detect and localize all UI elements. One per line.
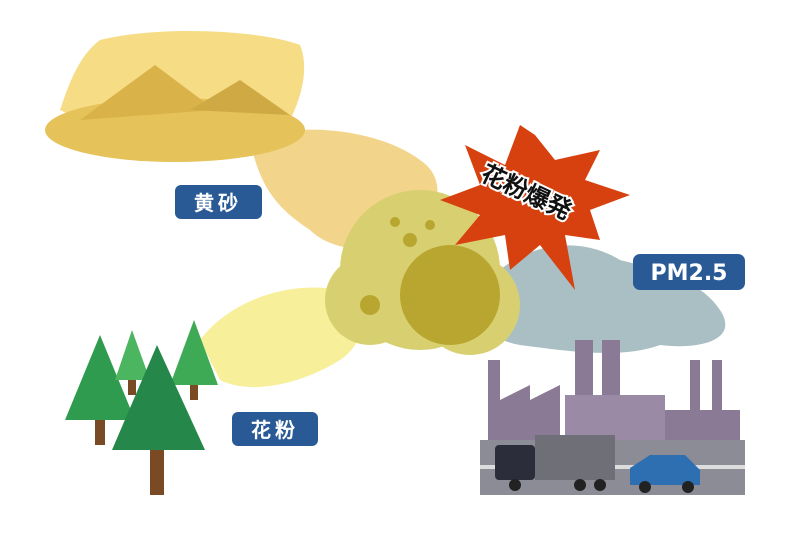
truck-icon bbox=[495, 435, 615, 491]
svg-text:花粉: 花粉 bbox=[251, 418, 299, 442]
pollen-stream bbox=[200, 287, 363, 388]
factory-icon bbox=[480, 340, 745, 495]
svg-text:黄砂: 黄砂 bbox=[194, 191, 242, 215]
desert-icon bbox=[45, 30, 305, 162]
explosion-burst: 花粉爆発 bbox=[440, 125, 630, 290]
car-icon bbox=[630, 455, 700, 493]
kafun-label: 花粉 bbox=[232, 412, 318, 446]
kosa-label: 黄砂 bbox=[175, 185, 262, 219]
pm25-label: PM2.5 bbox=[633, 254, 745, 290]
pollen-cloud bbox=[325, 190, 520, 355]
trees-icon bbox=[65, 320, 218, 495]
svg-text:PM2.5: PM2.5 bbox=[651, 261, 728, 286]
